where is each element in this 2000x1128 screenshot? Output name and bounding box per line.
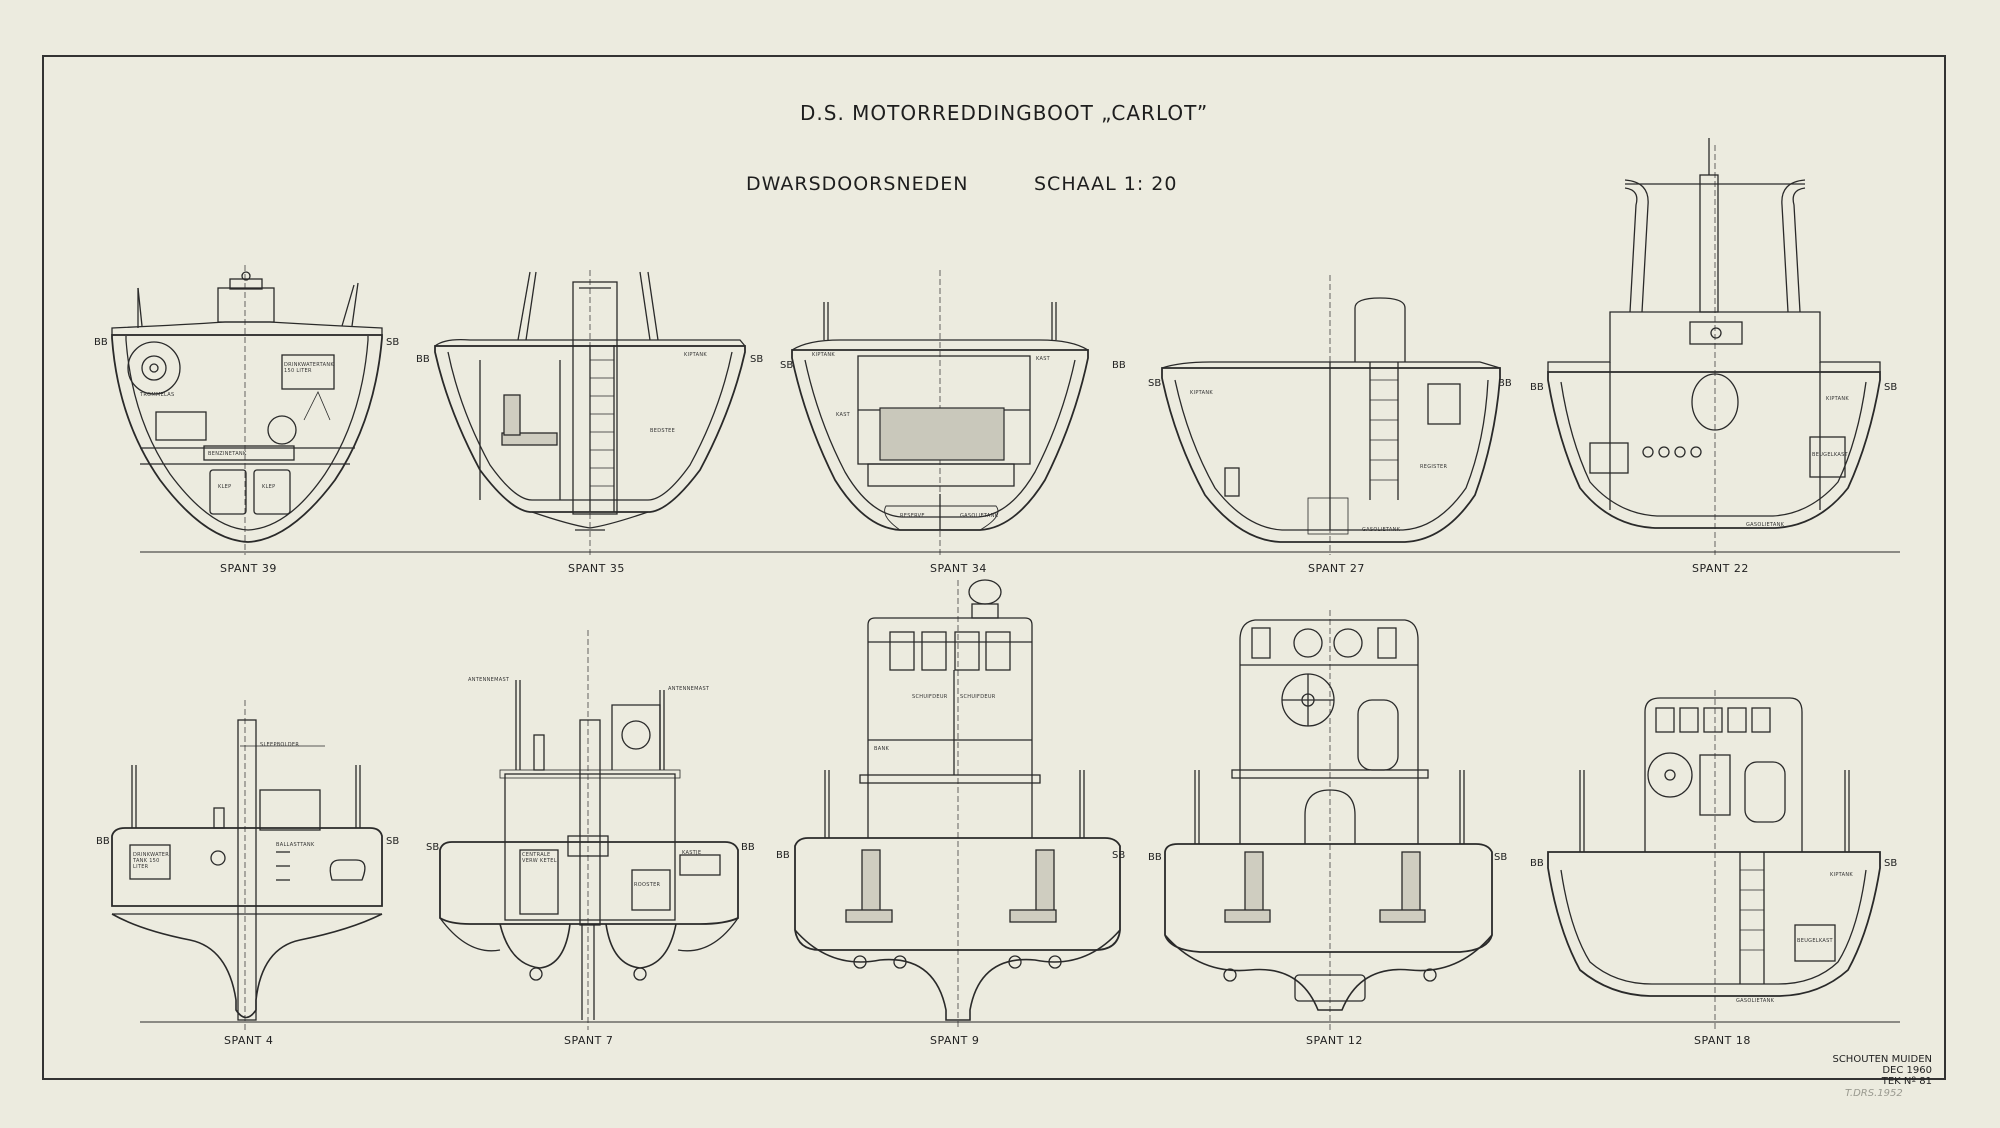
- section-label-spant-7: SPANT 7: [564, 1034, 614, 1047]
- section-label-spant-39: SPANT 39: [220, 562, 277, 575]
- side-marker-right-spant-7: BB: [741, 842, 755, 853]
- section-label-spant-18: SPANT 18: [1694, 1034, 1751, 1047]
- annotation: DRINKWATER TANK 150 LITER: [133, 852, 170, 870]
- section-spant-4: [111, 700, 383, 1030]
- section-label-spant-35: SPANT 35: [568, 562, 625, 575]
- archive-stamp: T.DRS.1952: [1845, 1088, 1903, 1099]
- side-marker-left-spant-7: SB: [426, 842, 440, 853]
- annotation: KAST: [836, 412, 851, 418]
- annotation: KIPTANK: [684, 352, 707, 358]
- annotation: BEDSTEE: [650, 428, 676, 434]
- annotation: GASOLIETANK: [960, 513, 999, 519]
- annotation: KAST: [1036, 356, 1051, 362]
- section-spant-27: [1161, 275, 1501, 555]
- section-spant-34: [791, 270, 1089, 555]
- section-spant-18: [1547, 690, 1881, 1030]
- annotation: GASOLIETANK: [1362, 527, 1401, 533]
- side-marker-left-spant-22: BB: [1530, 382, 1544, 393]
- annotation: DRINKWATERTANK 150 LITER: [284, 362, 334, 374]
- annotation: BEUGELKAST: [1812, 452, 1848, 458]
- annotation: BANK: [874, 746, 890, 752]
- annotation: CENTRALE VERW KETEL: [522, 852, 557, 864]
- section-label-spant-34: SPANT 34: [930, 562, 987, 575]
- annotation: GASOLIETANK: [1736, 998, 1775, 1004]
- section-spant-7: [439, 630, 739, 1030]
- side-marker-left-spant-4: BB: [96, 836, 110, 847]
- annotation: KIPTANK: [1830, 872, 1853, 878]
- side-marker-right-spant-34: BB: [1112, 360, 1126, 371]
- annotation: SCHUIFDEUR: [912, 694, 948, 700]
- drawing-number: TEK Nº 81: [1881, 1076, 1932, 1087]
- annotation: TROMMELAS: [140, 392, 175, 398]
- side-marker-right-spant-4: SB: [386, 836, 400, 847]
- section-label-spant-9: SPANT 9: [930, 1034, 980, 1047]
- title-block: SCHOUTEN MUIDEN DEC 1960 TEK Nº 81: [1832, 1054, 1932, 1087]
- annotation: REGISTER: [1420, 464, 1448, 470]
- section-spant-35: [434, 270, 746, 555]
- section-label-spant-12: SPANT 12: [1306, 1034, 1363, 1047]
- section-spant-22: [1547, 138, 1881, 555]
- annotation: ANTENNEMAST: [468, 677, 510, 683]
- annotation: RESERVE: [900, 513, 925, 519]
- annotation: ANTENNEMAST: [668, 686, 710, 692]
- side-marker-right-spant-35: SB: [750, 354, 764, 365]
- side-marker-left-spant-39: BB: [94, 337, 108, 348]
- drawing-scale: SCHAAL 1: 20: [1034, 173, 1178, 195]
- annotation: BENZINETANK: [208, 451, 247, 457]
- side-marker-left-spant-35: BB: [416, 354, 430, 365]
- side-marker-left-spant-9: BB: [776, 850, 790, 861]
- section-label-spant-4: SPANT 4: [224, 1034, 274, 1047]
- side-marker-left-spant-12: BB: [1148, 852, 1162, 863]
- annotation: BALLASTTANK: [276, 842, 315, 848]
- section-spant-9: [794, 579, 1121, 1030]
- side-marker-left-spant-34: SB: [780, 360, 794, 371]
- annotation: KIPTANK: [812, 352, 835, 358]
- drawing-title: D.S. MOTORREDDINGBOOT „CARLOT”: [800, 101, 1209, 125]
- drawing-subtitle: DWARSDOORSNEDEN: [746, 173, 969, 195]
- annotation: SLEEPBOLDER: [260, 742, 300, 748]
- side-marker-left-spant-18: BB: [1530, 858, 1544, 869]
- side-marker-right-spant-18: SB: [1884, 858, 1898, 869]
- annotation: ROOSTER: [634, 882, 661, 888]
- maker-name: SCHOUTEN MUIDEN: [1832, 1054, 1932, 1065]
- annotation: KASTJE: [682, 850, 702, 856]
- annotation: KIPTANK: [1826, 396, 1849, 402]
- side-marker-right-spant-22: SB: [1884, 382, 1898, 393]
- side-marker-right-spant-27: BB: [1498, 378, 1512, 389]
- annotation: KLEP: [218, 484, 232, 490]
- side-marker-right-spant-12: SB: [1494, 852, 1508, 863]
- section-label-spant-22: SPANT 22: [1692, 562, 1749, 575]
- annotation: SCHUIFDEUR: [960, 694, 996, 700]
- drawing-frame: [42, 55, 1946, 1080]
- section-label-spant-27: SPANT 27: [1308, 562, 1365, 575]
- annotation: BEUGELKAST: [1797, 938, 1833, 944]
- side-marker-left-spant-27: SB: [1148, 378, 1162, 389]
- annotation: GASOLIETANK: [1746, 522, 1785, 528]
- section-spant-39: [111, 265, 383, 555]
- side-marker-right-spant-9: SB: [1112, 850, 1126, 861]
- side-marker-right-spant-39: SB: [386, 337, 400, 348]
- annotation: KIPTANK: [1190, 390, 1213, 396]
- annotation: KLEP: [262, 484, 276, 490]
- drawing-date: DEC 1960: [1882, 1065, 1932, 1076]
- section-spant-12: [1164, 610, 1493, 1030]
